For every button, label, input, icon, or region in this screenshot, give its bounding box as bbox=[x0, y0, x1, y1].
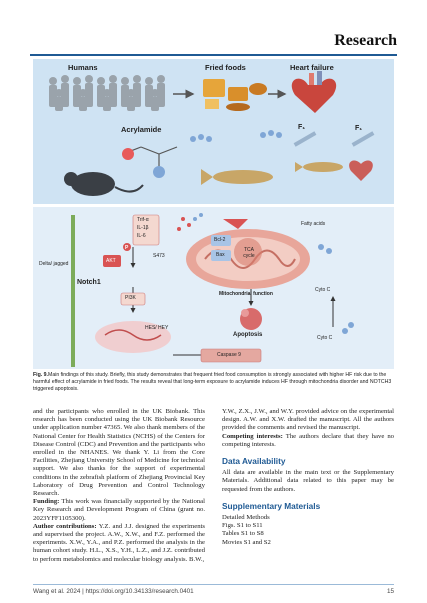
supplementary-list: Detailed Methods Figs. S1 to S11 Tables … bbox=[222, 514, 394, 547]
label-hes-hey: HES/ HEY bbox=[145, 325, 169, 331]
label-cyto-c-up: Cyto C bbox=[317, 335, 333, 341]
header-divider bbox=[30, 54, 397, 56]
label-humans: Humans bbox=[68, 63, 98, 72]
supplementary-item: Tables S1 to S8 bbox=[222, 530, 264, 538]
label-bax: Bax bbox=[216, 252, 225, 258]
left-column: and the participants who enrolled in the… bbox=[33, 408, 205, 564]
figure-panel-top: Humans Fried foods Heart failure Acrylam… bbox=[33, 59, 394, 204]
label-fatty-acids: Fatty acids bbox=[301, 221, 326, 227]
supplementary-materials-heading: Supplementary Materials bbox=[222, 500, 321, 511]
label-s473: S473 bbox=[153, 253, 165, 259]
figure-top-illustration bbox=[49, 71, 375, 196]
label-cyto-c: Cyto C bbox=[315, 287, 331, 293]
right-column: Y.W., Z.X., J.W., and W.Y. provided advi… bbox=[222, 408, 394, 547]
label-f1: F₁ bbox=[298, 124, 306, 131]
funding-label: Funding: bbox=[33, 498, 60, 506]
figure-caption: Fig. 9.Main findings of this study. Brie… bbox=[33, 372, 394, 393]
funding-text: This work was financially supported by t… bbox=[33, 498, 205, 522]
figure-bottom-illustration bbox=[71, 213, 354, 367]
author-contributions-continued: Y.W., Z.X., J.W., and W.Y. provided advi… bbox=[222, 408, 394, 432]
footer-citation[interactable]: Wang et al. 2024 | https://doi.org/10.34… bbox=[33, 588, 194, 595]
caption-label: Fig. 9. bbox=[33, 372, 48, 378]
competing-interests-label: Competing interests: bbox=[222, 432, 283, 440]
author-contributions-text: Y.Z. and J.J. designed the experiments a… bbox=[33, 522, 205, 563]
caption-text: Main findings of this study. Briefly, th… bbox=[33, 372, 392, 392]
footer-divider bbox=[33, 584, 394, 585]
label-acrylamide: Acrylamide bbox=[121, 125, 162, 134]
page-number: 15 bbox=[386, 588, 394, 595]
data-availability-heading: Data Availability bbox=[222, 456, 286, 467]
label-notch1: Notch1 bbox=[77, 279, 101, 286]
supplementary-item: Movies S1 and S2 bbox=[222, 538, 271, 546]
journal-section-title: Research bbox=[334, 32, 397, 49]
label-trif: Trif-α bbox=[137, 217, 149, 223]
label-bcl2: Bcl-2 bbox=[214, 237, 226, 243]
data-availability-text: All data are available in the main text … bbox=[222, 469, 394, 493]
label-fried-foods: Fried foods bbox=[205, 63, 246, 72]
figure-9: Humans Fried foods Heart failure Acrylam… bbox=[33, 59, 394, 369]
label-il6: IL-6 bbox=[137, 233, 146, 239]
label-il1b: IL-1β bbox=[137, 225, 149, 231]
label-f1-second: F₁ bbox=[355, 125, 363, 132]
author-contributions-label: Author contributions: bbox=[33, 522, 97, 530]
figure-panel-bottom: Delta/ jagged Notch1 Trif-α IL-1β IL-6 P… bbox=[33, 207, 394, 369]
label-akt: AKT bbox=[106, 258, 116, 264]
supplementary-item: Detailed Methods bbox=[222, 514, 270, 522]
label-apoptosis: Apoptosis bbox=[233, 332, 263, 338]
label-p: P bbox=[125, 245, 129, 251]
label-mitochondrial-function: Mitochondrial function bbox=[219, 291, 273, 297]
label-tca-cycle: TCA cycle bbox=[243, 247, 255, 259]
label-delta-jagged: Delta/ jagged bbox=[39, 261, 69, 267]
competing-interests-text: The authors declare that they have no co… bbox=[222, 432, 395, 448]
label-pi3k: PI3K bbox=[125, 295, 136, 301]
label-caspase9: Caspase 9 bbox=[217, 352, 241, 358]
supplementary-item: Figs. S1 to S11 bbox=[222, 522, 263, 530]
label-heart-failure: Heart failure bbox=[290, 63, 334, 72]
acknowledgment-text: and the participants who enrolled in the… bbox=[33, 408, 205, 498]
